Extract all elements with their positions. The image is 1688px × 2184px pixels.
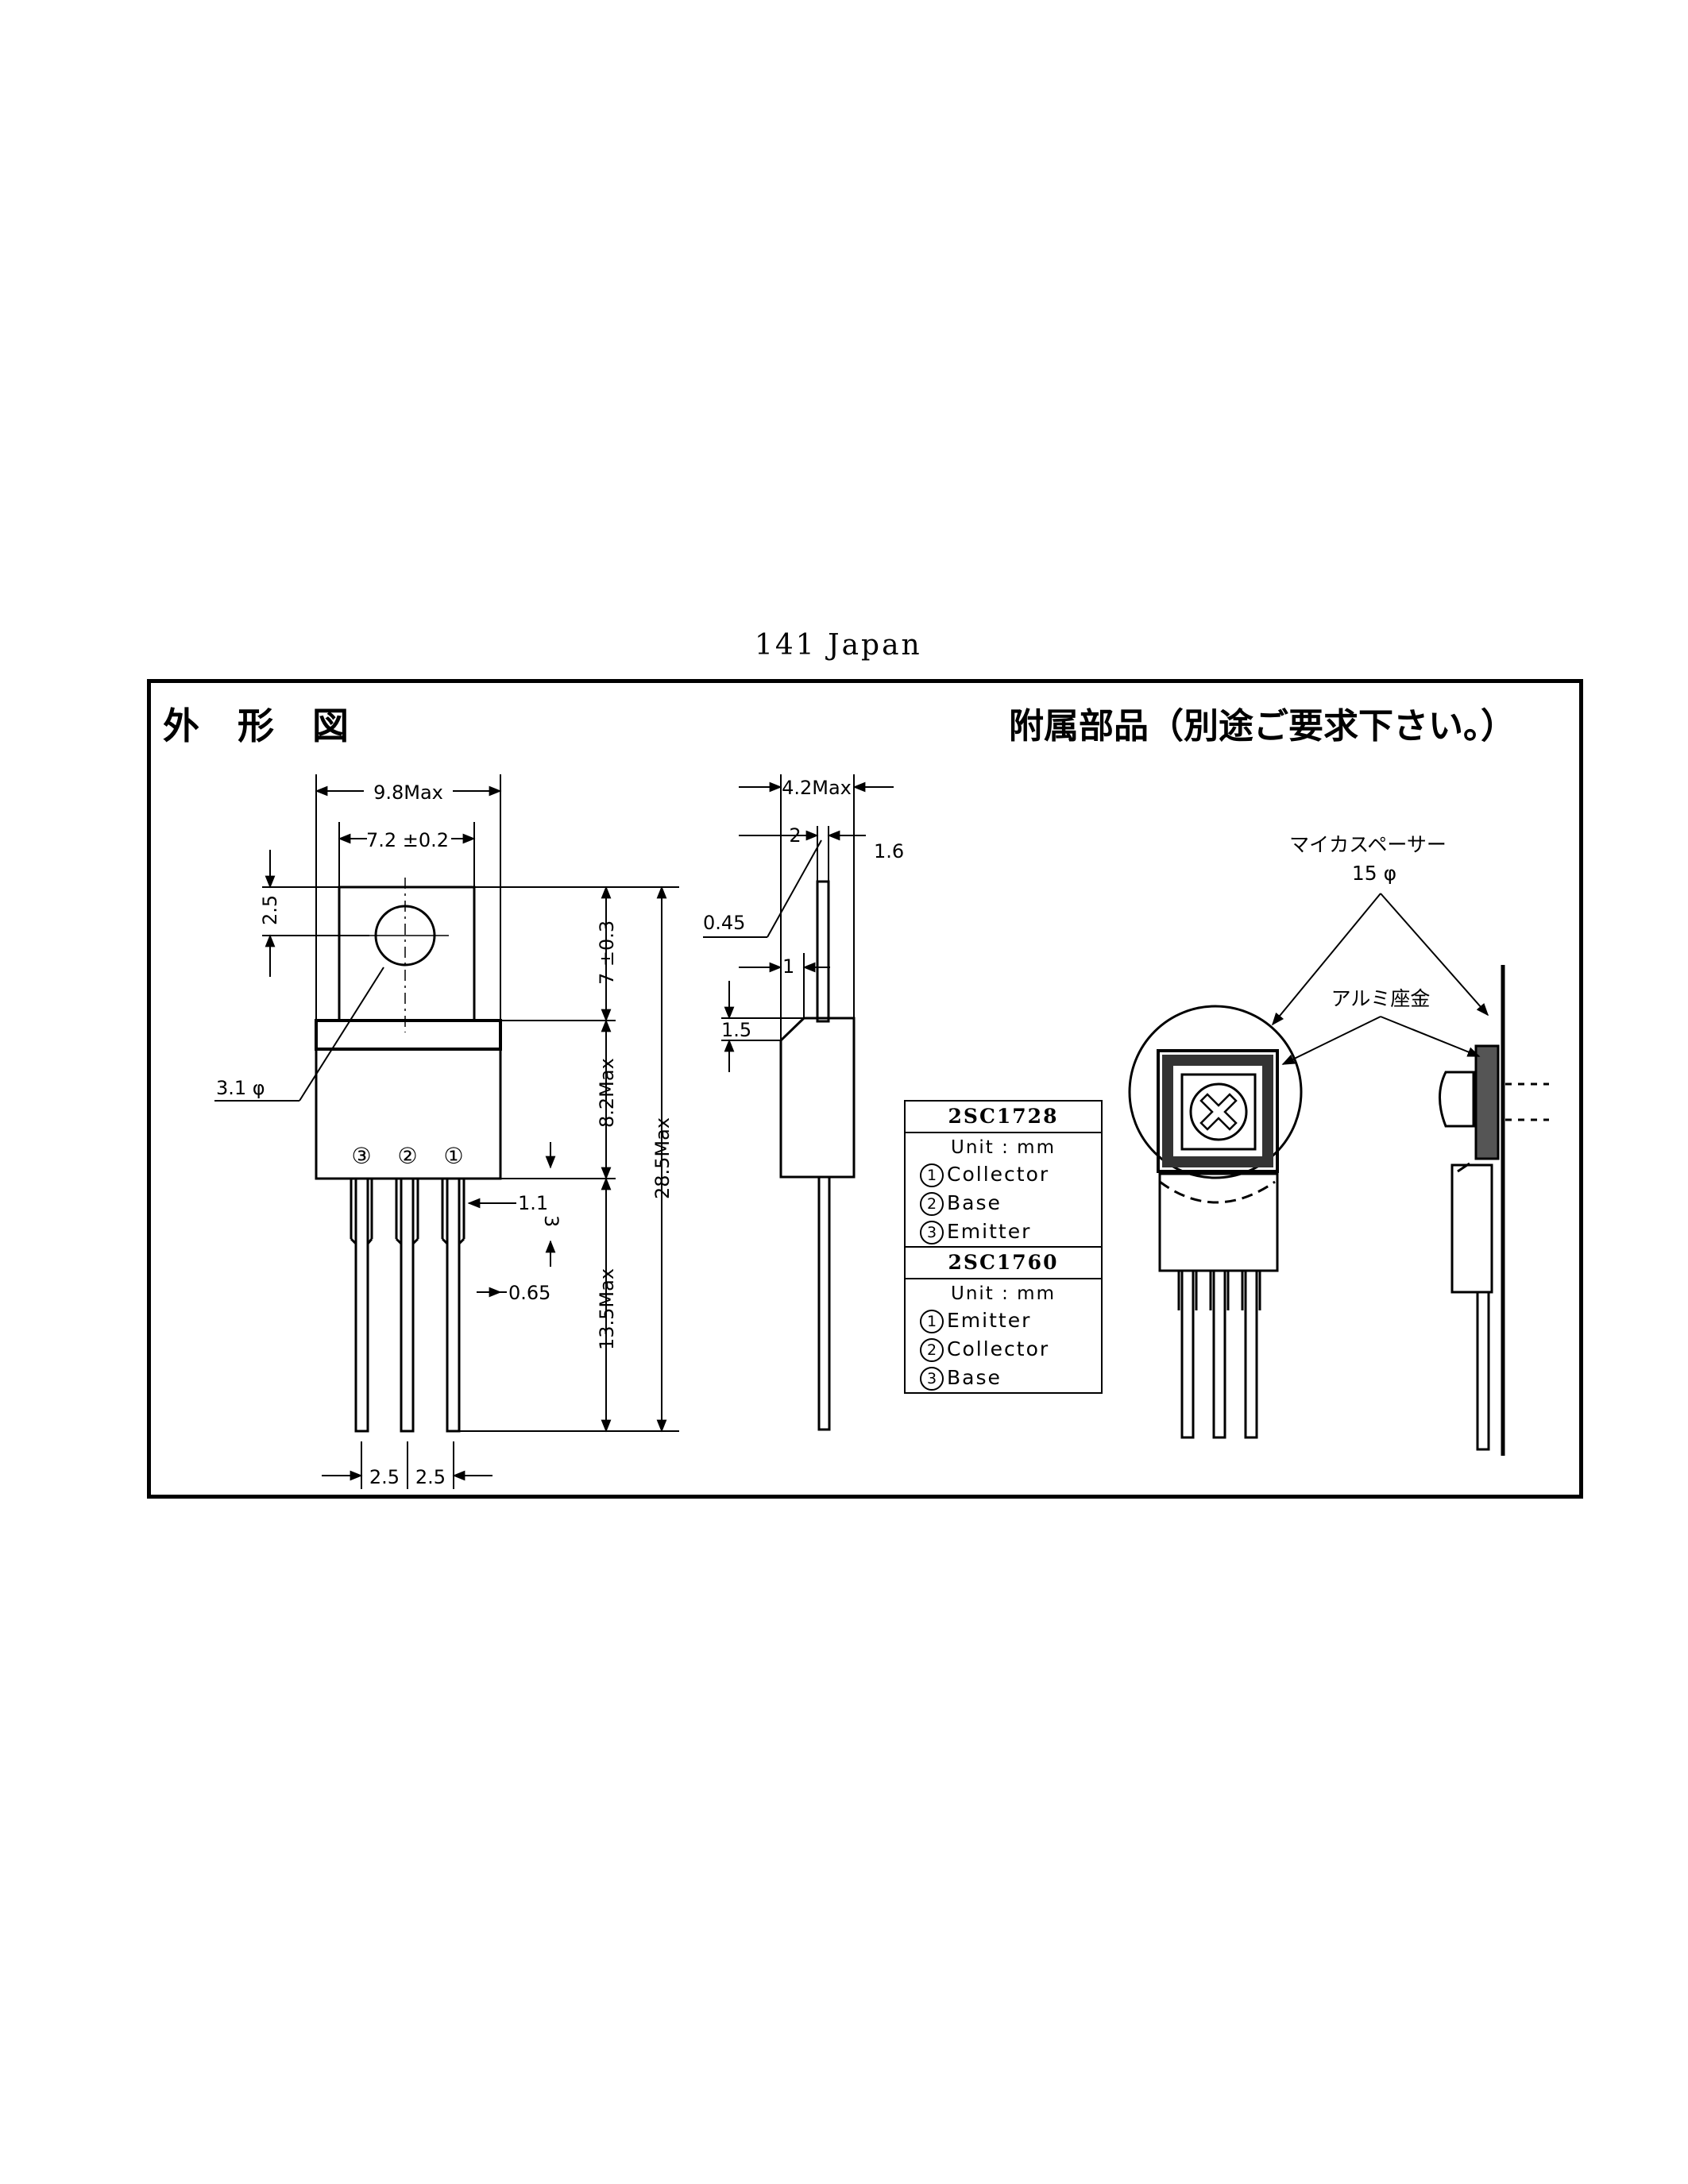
side-washer-spacer xyxy=(1474,1044,1500,1160)
model-2sc1760: 2SC1760 xyxy=(906,1246,1101,1279)
dim-3-1-phi: 3.1 φ xyxy=(216,1077,265,1099)
dim-1: 1 xyxy=(782,955,794,978)
unit-label: Unit : mm xyxy=(950,1137,1056,1158)
screw-cross xyxy=(1199,1093,1238,1131)
dim-7-2: 7.2 ±0.2 xyxy=(366,829,449,851)
dim-4-2max: 4.2Max xyxy=(782,777,852,799)
accessory-leaders xyxy=(1271,893,1489,1065)
pin-label-1: ① xyxy=(443,1143,463,1169)
unit-label: Unit : mm xyxy=(950,1283,1056,1304)
dim-2: 2 xyxy=(789,824,801,847)
pin-label-2: ② xyxy=(397,1143,417,1169)
body-band xyxy=(315,1019,502,1051)
accessory-front xyxy=(1128,1005,1303,1439)
pin-number: 1 xyxy=(920,1310,944,1333)
dim-1-5: 1.5 xyxy=(721,1019,751,1041)
dim-28-5max: 28.5Max xyxy=(651,1117,674,1199)
accessory-side xyxy=(1439,965,1549,1456)
pin-number: 3 xyxy=(920,1367,944,1391)
dim-1-6: 1.6 xyxy=(874,840,904,862)
accessory-body xyxy=(1158,1172,1279,1272)
dim-3: 3 xyxy=(540,1215,562,1227)
pin-label-3: ③ xyxy=(351,1143,371,1169)
pin-number: 2 xyxy=(920,1192,944,1216)
dim-2-5-top: 2.5 xyxy=(259,895,281,925)
dim-7: 7 ±0.3 xyxy=(596,920,618,985)
mica-spacer-label: マイカスペーサー xyxy=(1289,833,1447,856)
aluminum-washer-label: アルミ座金 xyxy=(1331,987,1431,1010)
title-outline: 外 形 図 xyxy=(163,704,362,747)
lead-1 xyxy=(446,1177,461,1433)
pin-number: 1 xyxy=(920,1163,944,1187)
lead-2 xyxy=(400,1177,415,1433)
pin-name: Emitter xyxy=(947,1220,1032,1243)
aluminum-washer xyxy=(1157,1049,1279,1173)
screw-side-head xyxy=(1439,1071,1475,1128)
side-dimensions xyxy=(703,774,894,1072)
pin-name: Collector xyxy=(947,1163,1050,1186)
dim-8-2max: 8.2Max xyxy=(596,1058,618,1128)
pin-name: Base xyxy=(947,1191,1002,1214)
front-view xyxy=(315,878,502,1433)
page-header: 141 Japan xyxy=(755,629,922,662)
side-lead xyxy=(817,1175,831,1431)
drawing-frame xyxy=(147,679,1583,1499)
dim-13-5max: 13.5Max xyxy=(596,1268,618,1350)
screw-head xyxy=(1189,1082,1248,1141)
front-dimensions xyxy=(214,774,679,1489)
dim-9-8max: 9.8Max xyxy=(373,781,443,804)
dim-pitch-2: 2.5 xyxy=(415,1466,446,1488)
lead-3 xyxy=(354,1177,369,1433)
title-accessories: 附属部品（別途ご要求下さい。） xyxy=(1009,706,1516,747)
mica-spacer-size: 15 φ xyxy=(1352,862,1396,885)
model-2sc1728: 2SC1728 xyxy=(906,1102,1101,1133)
pin-name: Emitter xyxy=(947,1309,1032,1332)
dim-pitch-1: 2.5 xyxy=(369,1466,400,1488)
side-body xyxy=(779,1017,856,1179)
pin-number: 2 xyxy=(920,1338,944,1362)
dim-1-1: 1.1 xyxy=(518,1192,548,1214)
mica-spacer-circle xyxy=(1128,1005,1303,1179)
dim-0-45: 0.45 xyxy=(703,912,745,934)
pin-name: Collector xyxy=(947,1337,1050,1360)
pin-number: 3 xyxy=(920,1221,944,1244)
side-tab xyxy=(816,880,830,1023)
pin-name: Base xyxy=(947,1366,1002,1389)
side-view xyxy=(779,880,856,1431)
dim-0-65: 0.65 xyxy=(508,1282,550,1304)
